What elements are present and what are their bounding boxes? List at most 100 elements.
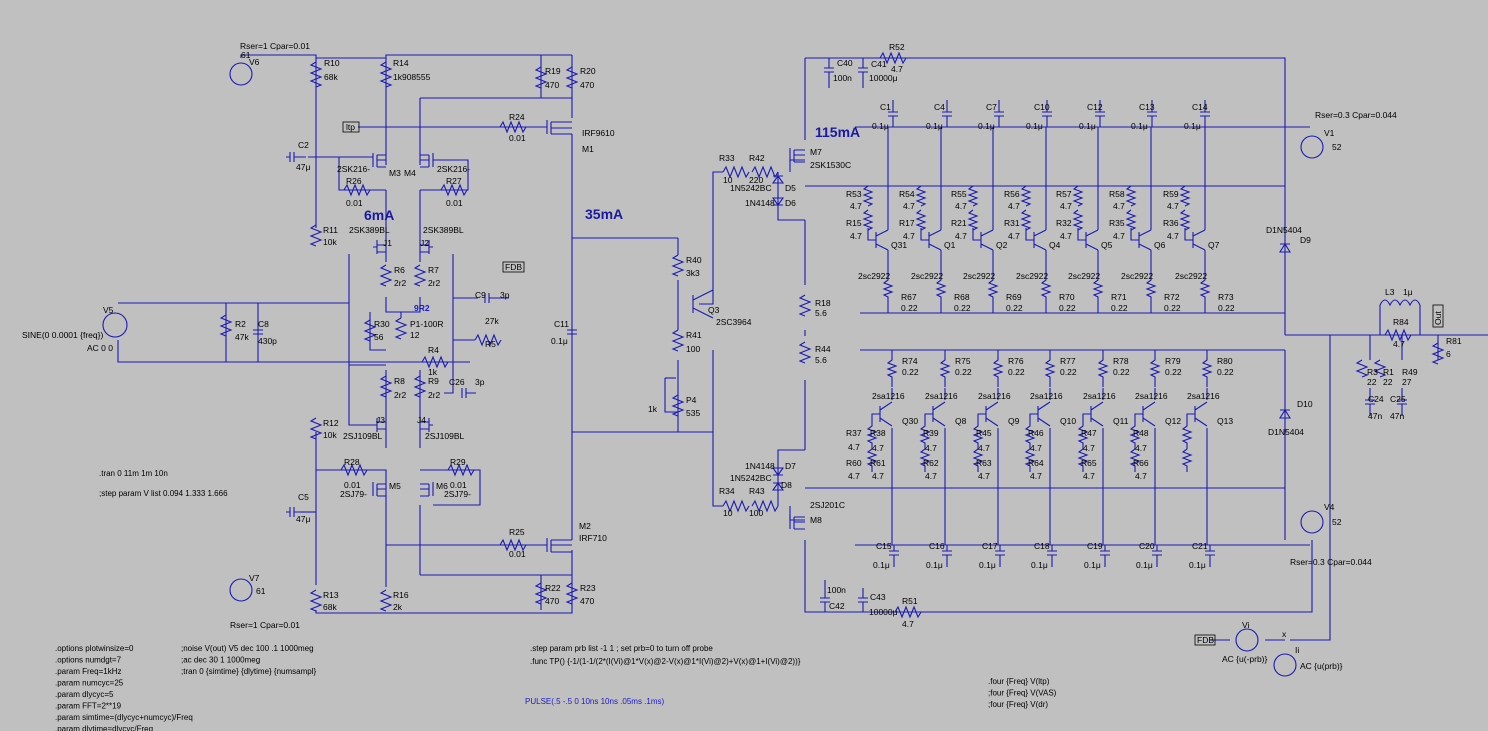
component-label: Q3 — [708, 305, 720, 315]
component-label: R3 — [1367, 367, 1378, 377]
capacitor-C1[interactable] — [888, 100, 898, 127]
bjt-Q6[interactable] — [1138, 127, 1157, 313]
stage-resistor-value: 4.7 — [872, 443, 884, 453]
components[interactable] — [102, 51, 1445, 677]
resistor-R23 — [565, 582, 579, 605]
bjt-Q12[interactable] — [1129, 350, 1161, 545]
output-stage-upper[interactable] — [862, 127, 1211, 313]
resistor-R12 — [309, 417, 323, 440]
mosfet-M6 — [420, 482, 434, 497]
stage-transistor-name: Q8 — [955, 416, 967, 426]
resistor-R59[interactable] — [1179, 185, 1193, 241]
stage-resistor-value: 4.7 — [1008, 201, 1020, 211]
component-label: 2k — [393, 602, 403, 612]
stage-transistor-name: Q5 — [1101, 240, 1113, 250]
resistor-R53[interactable] — [862, 185, 876, 241]
directive-line: .param Freq=1kHz — [55, 667, 121, 676]
component-label: 470 — [545, 596, 559, 606]
capacitor-C19[interactable] — [1100, 545, 1110, 567]
stage-transistor-type: 2sa1216 — [1030, 391, 1063, 401]
capacitor-C13[interactable] — [1147, 100, 1157, 127]
cap-value: 0.1μ — [979, 560, 996, 570]
bjt-Q1[interactable] — [928, 127, 947, 313]
bjt-Q30[interactable] — [866, 350, 898, 545]
component-label: R34 — [719, 486, 735, 496]
component-label: M3 — [389, 168, 401, 178]
cap-name: C19 — [1087, 541, 1103, 551]
capacitor-C18[interactable] — [1047, 545, 1057, 567]
bjt-Q31[interactable] — [875, 127, 894, 313]
stage-resistor-value: 4.7 — [903, 201, 915, 211]
capacitor-C14[interactable] — [1200, 100, 1210, 127]
stage-resistor-name: R48 — [1133, 428, 1149, 438]
component-label: 100n — [833, 73, 852, 83]
capacitor-C4[interactable] — [942, 100, 952, 127]
bjt-Q10[interactable] — [1024, 350, 1056, 545]
stage-resistor-value: 4.7 — [1113, 231, 1125, 241]
ii-name: Ii — [1295, 645, 1299, 655]
resistor-R29 — [447, 463, 475, 477]
directives-column-2: ;noise V(out) V5 dec 100 .1 1000meg;ac d… — [181, 644, 317, 676]
bjt-Q3 — [692, 289, 714, 319]
component-label: 47μ — [296, 514, 310, 524]
diode-D9 — [1279, 242, 1291, 253]
capacitor-C17[interactable] — [995, 545, 1005, 567]
bjt-Q7[interactable] — [1192, 127, 1211, 313]
component-label: R10 — [324, 58, 340, 68]
resistor-R57[interactable] — [1072, 185, 1086, 241]
capacitor-C11 — [567, 329, 577, 335]
resistor-R58[interactable] — [1125, 185, 1139, 241]
resistor-R55[interactable] — [967, 185, 981, 241]
directives-four: .four {Freq} V(ltp);four {Freq} V(VAS);f… — [988, 677, 1057, 709]
capacitor-C15[interactable] — [889, 545, 899, 567]
stage-emitter-resistor-value: 0.22 — [902, 367, 919, 377]
stage-emitter-resistor-name: R70 — [1059, 292, 1075, 302]
capacitor-C12[interactable] — [1095, 100, 1105, 127]
component-label: 5.6 — [815, 308, 827, 318]
source-V7 — [229, 578, 253, 602]
capacitor-C21[interactable] — [1205, 545, 1215, 567]
stage-resistor-name: R63 — [976, 458, 992, 468]
cap-name: C15 — [876, 541, 892, 551]
resistor-R11 — [309, 224, 323, 247]
bjt-Q4[interactable] — [1033, 127, 1052, 313]
capacitor-C20[interactable] — [1152, 545, 1162, 567]
stage-emitter-resistor-value: 0.22 — [1059, 303, 1076, 313]
decoupling-caps-top[interactable] — [888, 100, 1210, 127]
stage-emitter-resistor-name: R79 — [1165, 356, 1181, 366]
resistor-R26 — [343, 183, 371, 197]
resistor-R56[interactable] — [1020, 185, 1034, 241]
v5-name: V5 — [103, 305, 114, 315]
capacitor-C7[interactable] — [994, 100, 1004, 127]
stage-resistor-value: 4.7 — [1083, 443, 1095, 453]
resistor-R54[interactable] — [915, 185, 929, 241]
bjt-Q9[interactable] — [972, 350, 1004, 545]
stage-resistor-name: R64 — [1028, 458, 1044, 468]
component-label: IRF710 — [579, 533, 607, 543]
decoupling-caps-bottom[interactable] — [889, 545, 1215, 567]
stage-resistor-name: R45 — [976, 428, 992, 438]
component-label: 10000μ — [869, 607, 898, 617]
component-label: 2SJ201C — [810, 500, 845, 510]
stage-transistor-type: 2sc2922 — [963, 271, 995, 281]
resistor-R40 — [671, 254, 685, 277]
directive-line: .param dlycyc=5 — [55, 690, 114, 699]
component-label: R42 — [749, 153, 765, 163]
cap-name: C10 — [1034, 102, 1050, 112]
stage-transistor-name: Q7 — [1208, 240, 1220, 250]
bjt-Q5[interactable] — [1085, 127, 1104, 313]
bjt-Q11[interactable] — [1077, 350, 1109, 545]
capacitor-C16[interactable] — [942, 545, 952, 567]
capacitor-C10[interactable] — [1042, 100, 1052, 127]
component-label: 0.01 — [509, 549, 526, 559]
component-label: 68k — [324, 72, 338, 82]
output-stage-lower[interactable] — [866, 350, 1213, 545]
bjt-Q2[interactable] — [980, 127, 999, 313]
stage-transistor-type: 2sc2922 — [1175, 271, 1207, 281]
stage-emitter-resistor-name: R74 — [902, 356, 918, 366]
component-label: R49 — [1402, 367, 1418, 377]
bjt-Q8[interactable] — [919, 350, 951, 545]
component-label: 0.01 — [509, 133, 526, 143]
bjt-Q13[interactable] — [1181, 350, 1213, 545]
